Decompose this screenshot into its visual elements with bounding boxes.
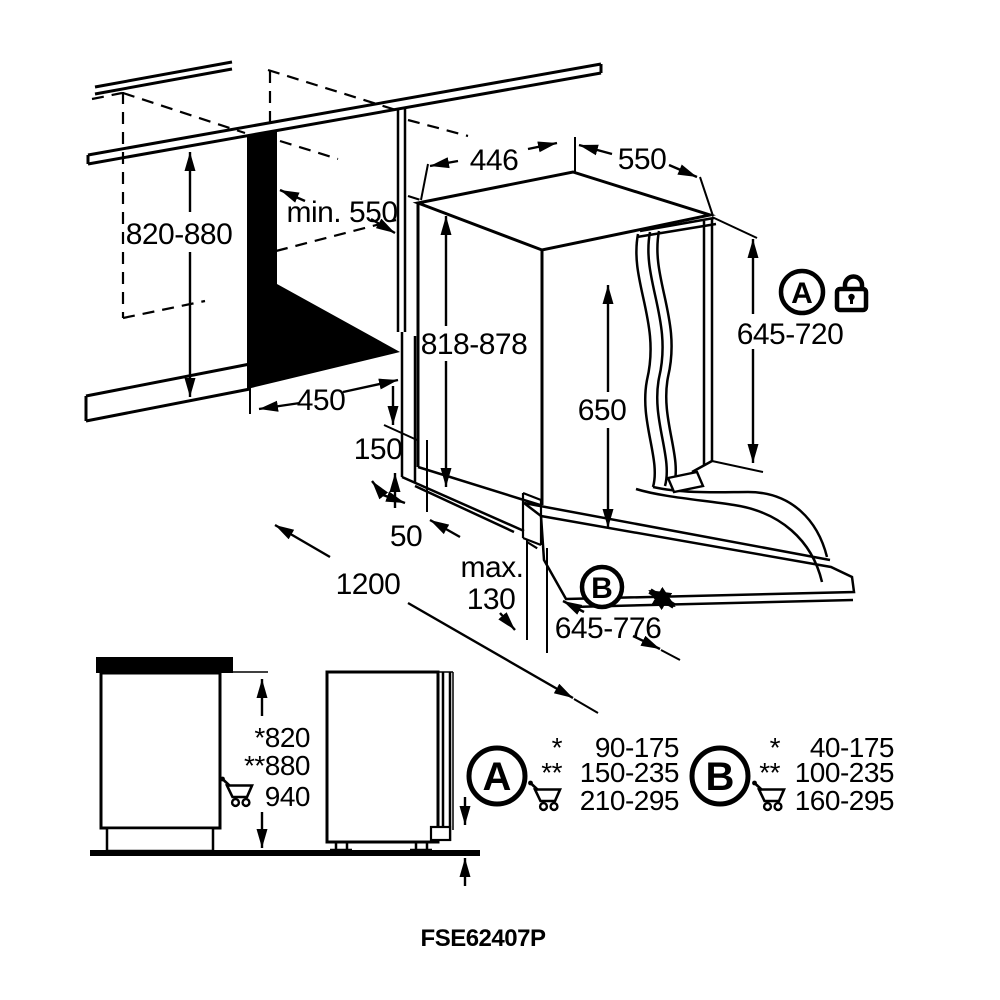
dim-worktop-height: 820-880	[126, 218, 233, 251]
height-variant-2: **880	[244, 750, 310, 781]
legend-a-value-2: 150-235	[580, 757, 679, 788]
height-variant-1: *820	[254, 722, 310, 753]
dishwasher-body	[325, 670, 440, 844]
legend-a-value-1: 90-175	[595, 732, 679, 763]
slide-double-arrow-icon	[648, 586, 676, 611]
dishwasher-unit	[412, 170, 829, 558]
legend-b-circle	[689, 745, 751, 807]
b-circle	[579, 564, 625, 610]
dim-door-panel-height: 650	[578, 394, 627, 427]
niche-opening	[247, 108, 525, 534]
legend-a-marker-1: *	[552, 732, 563, 763]
model-number: FSE62407P	[421, 925, 546, 952]
door-bracket	[666, 470, 705, 494]
cabinet-body	[99, 671, 222, 830]
dim-plinth-height: 150	[354, 433, 403, 466]
legend-b-marker-1: *	[770, 732, 781, 763]
height-variant-3: 940	[265, 781, 310, 812]
dimension-arrows	[184, 141, 759, 700]
lock-icon	[834, 274, 869, 313]
dimension-labels: 820-880 min. 550 446 550 818-878 650 645…	[126, 143, 844, 645]
cabinet-plinth	[105, 826, 215, 853]
legend-a: A * 90-175 ** 150-235 210-295	[466, 732, 680, 816]
worktop-slab	[96, 657, 233, 673]
niche-shadow	[247, 131, 400, 389]
dim-front-clearance: 1200	[336, 568, 401, 601]
dim-top-depth: 550	[618, 143, 667, 176]
dim-front-offset: 50	[390, 520, 422, 553]
dim-plinth-recess-value: 130	[467, 583, 516, 616]
dim-plinth-recess-label: max.	[460, 551, 523, 584]
door-bottom-step	[429, 825, 452, 842]
legend-a-circle	[466, 745, 528, 807]
legend-b-label: B	[706, 755, 735, 799]
b-circle-label: B	[591, 572, 613, 605]
dim-slide-door-range: 645-776	[555, 612, 662, 645]
side-view-labels: *820 **880 940	[218, 722, 311, 812]
side-elevation-cabinet	[96, 657, 268, 853]
legend-a-marker-2: **	[541, 757, 562, 788]
side-elevation-dishwasher	[325, 670, 454, 852]
dim-appliance-height: 818-878	[421, 328, 528, 361]
legend-b-value-3: 160-295	[795, 785, 894, 816]
legend-b-value-1: 40-175	[810, 732, 894, 763]
reference-lines	[249, 137, 764, 714]
counter-run	[84, 60, 603, 423]
dim-top-width: 446	[470, 144, 519, 177]
dim-niche-depth: min. 550	[286, 196, 397, 229]
legend-b-marker-2: **	[759, 757, 780, 788]
legend-a-label: A	[483, 755, 512, 799]
marker-a-main: A	[778, 268, 869, 316]
marker-b-main: B	[579, 564, 676, 611]
a-circle-label: A	[791, 277, 813, 310]
legend-a-value-3: 210-295	[580, 785, 679, 816]
legend-b: B * 40-175 ** 100-235 160-295	[689, 732, 895, 816]
side-view-dimensions	[256, 679, 471, 886]
a-circle	[778, 268, 826, 316]
dim-door-height-range: 645-720	[737, 318, 844, 351]
sliding-door-panel	[523, 487, 856, 609]
legend-b-value-2: 100-235	[795, 757, 894, 788]
dim-niche-width: 450	[297, 384, 346, 417]
